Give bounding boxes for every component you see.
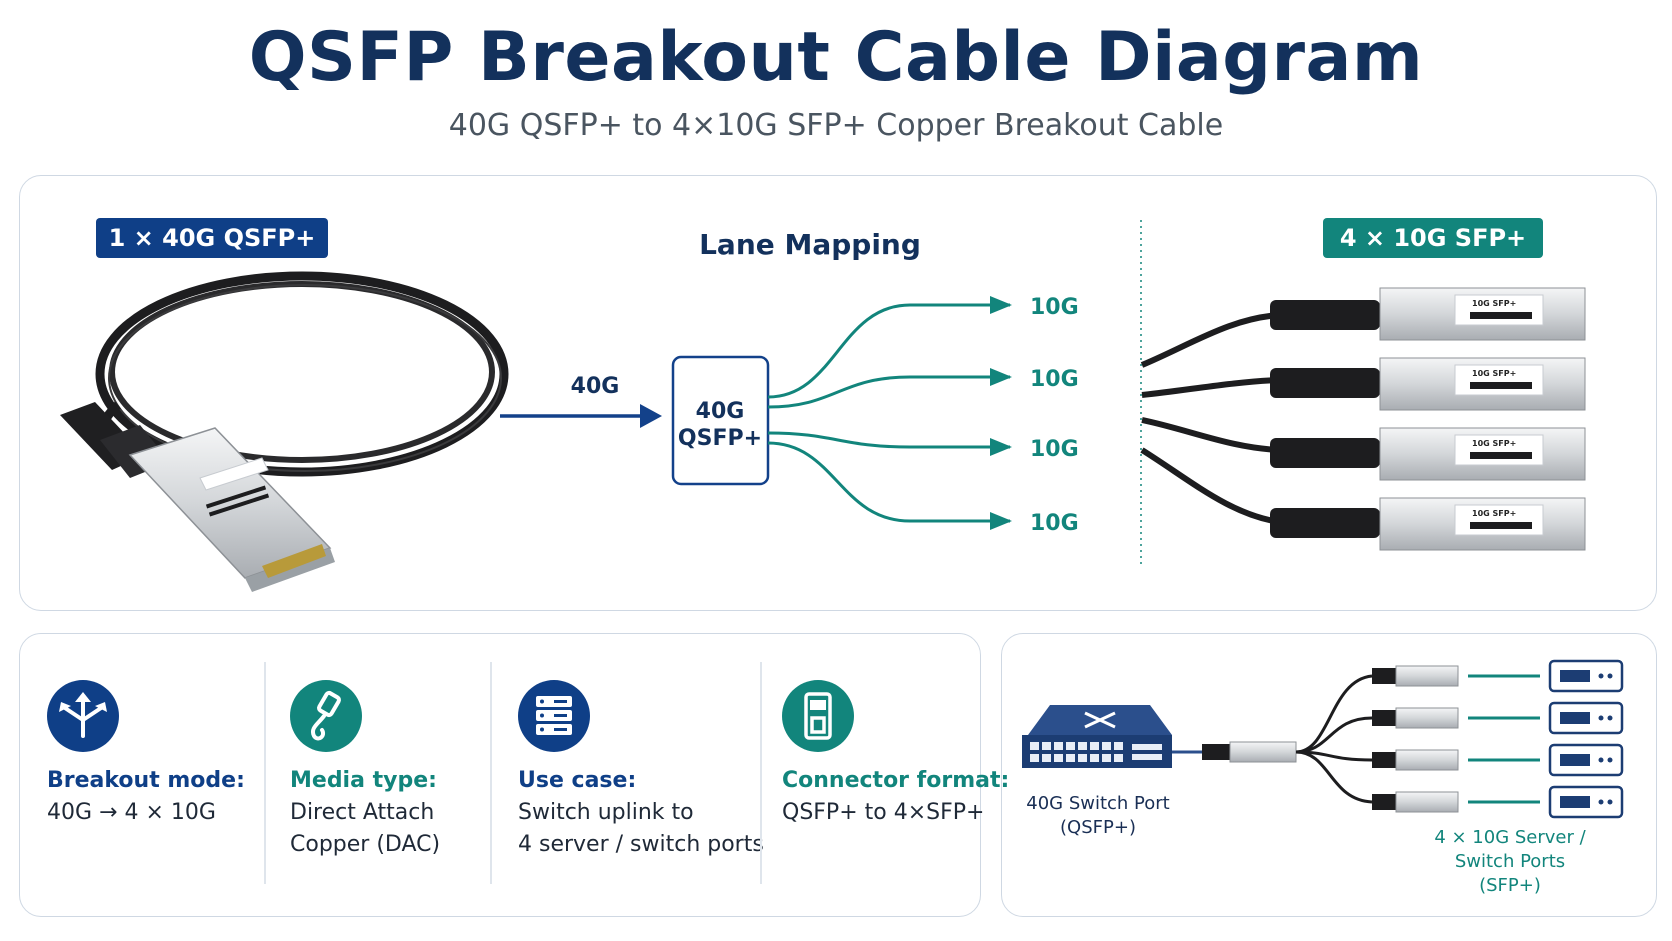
switch-icon [1022, 705, 1172, 768]
server-port-icon-1 [1548, 659, 1624, 693]
feature-divider [264, 662, 266, 884]
qsfp-box-line1: 40G [696, 399, 745, 424]
feature-divider [490, 662, 492, 884]
lane-1-line [767, 296, 1012, 399]
lane-4-label: 10G [1030, 511, 1079, 536]
lane-1-label: 10G [1030, 295, 1079, 320]
feature-value: QSFP+ to 4×SFP+ [782, 800, 985, 825]
feature-value: 40G → 4 × 10G [47, 800, 216, 825]
server-port-icon-3 [1548, 743, 1624, 777]
feature-label: Connector format: [782, 768, 1010, 793]
feature-value: Direct Attach Copper (DAC) [290, 800, 441, 857]
sfp-module-4: 10G SFP+ [1270, 497, 1586, 551]
feature-breakout-mode: Breakout mode: 40G → 4 × 10G [47, 680, 245, 829]
feature-use-case: Use case: Switch uplink to 4 server / sw… [518, 680, 764, 861]
feature-media-type: Media type: Direct Attach Copper (DAC) [290, 680, 440, 861]
feature-label: Use case: [518, 768, 637, 793]
lane-2-line [767, 368, 1012, 409]
lane-fanout [767, 296, 1012, 530]
topo-sfp-1 [1372, 665, 1459, 687]
sfp-module-3: 10G SFP+ [1270, 427, 1586, 481]
server-ports-label: 4 × 10G Server / Switch Ports (SFP+) [1434, 827, 1586, 896]
lane-3-line [767, 431, 1012, 456]
topology-illustration [1022, 659, 1624, 819]
sfp-module-1-label: 10G SFP+ [1472, 299, 1516, 308]
topo-sfp-2 [1372, 707, 1459, 729]
server-port-icon-2 [1548, 701, 1624, 735]
qsfp-box-line2: QSFP+ [678, 426, 762, 451]
sfp-modules-illustration: 10G SFP+ 10G SFP+ 10G SFP+ 10G SFP+ [1140, 287, 1586, 551]
sfp-badge: 4 × 10G SFP+ [1323, 218, 1543, 258]
cable-plug-icon [290, 680, 362, 752]
lane-4-line [767, 441, 1012, 530]
feature-divider [760, 662, 762, 884]
feature-label: Media type: [290, 768, 437, 793]
sfp-module-4-label: 10G SFP+ [1472, 509, 1516, 518]
qsfp-badge: 1 × 40G QSFP+ [96, 218, 328, 258]
sfp-module-2-label: 10G SFP+ [1472, 369, 1516, 378]
sfp-module-3-label: 10G SFP+ [1472, 439, 1516, 448]
server-stack-icon [518, 680, 590, 752]
feature-value: Switch uplink to 4 server / switch ports [518, 800, 764, 857]
feature-label: Breakout mode: [47, 768, 245, 793]
split-arrows-icon [47, 680, 119, 752]
qsfp-box [671, 355, 770, 486]
lane-3-label: 10G [1030, 437, 1079, 462]
feature-connector-format: Connector format: QSFP+ to 4×SFP+ [782, 680, 1009, 829]
qsfp-cable-illustration [60, 271, 509, 592]
connector-icon [782, 680, 854, 752]
server-port-icon-4 [1548, 785, 1624, 819]
page-subtitle: 40G QSFP+ to 4×10G SFP+ Copper Breakout … [448, 108, 1224, 143]
sfp-module-2: 10G SFP+ [1270, 357, 1586, 411]
input-lane-label: 40G [571, 374, 620, 399]
lane-2-label: 10G [1030, 367, 1079, 392]
sfp-module-1: 10G SFP+ [1270, 287, 1586, 341]
page-title: QSFP Breakout Cable Diagram [248, 18, 1424, 97]
input-arrow [500, 404, 662, 428]
lane-mapping-heading: Lane Mapping [699, 228, 921, 261]
topo-sfp-4 [1372, 791, 1459, 813]
topo-sfp-3 [1372, 749, 1459, 771]
switch-port-label: 40G Switch Port (QSFP+) [1026, 793, 1170, 838]
